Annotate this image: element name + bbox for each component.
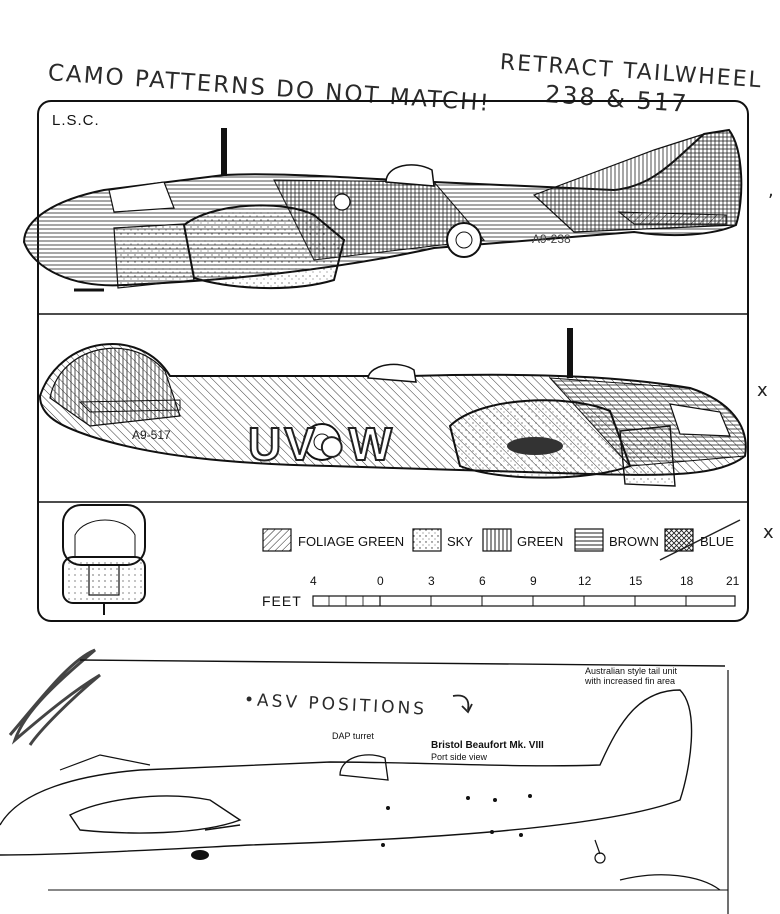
legend-swatch-sky [412, 528, 442, 552]
lower-aircraft-serial: A9-517 [132, 428, 171, 442]
artist-credit: L.S.C. [52, 112, 100, 129]
legend-label-blue: BLUE [700, 534, 734, 549]
legend-label-sky: SKY [447, 534, 474, 549]
x-mark-legend: x [763, 522, 774, 543]
x-mark-lower-profile: x [757, 380, 768, 401]
dap-turret-label: DAP turret [332, 731, 374, 741]
tail-unit-note-line-2: with increased fin area [585, 676, 676, 686]
legend-swatch-green [482, 528, 512, 552]
profile-divider [37, 313, 749, 315]
profile-sheet-frame [37, 100, 749, 622]
pencil-tick: , [768, 180, 774, 201]
legend-divider [37, 501, 749, 503]
tail-unit-note-line-1: Australian style tail unit [585, 666, 678, 676]
legend-label-brown: BROWN [609, 534, 659, 549]
scale-tick-label: 12 [578, 574, 592, 588]
scale-tick-label: 21 [726, 574, 740, 588]
lower-outline-drawing [0, 659, 729, 914]
scale-tick-label: 0 [377, 574, 384, 588]
asv-arrow-icon [452, 694, 473, 714]
scale-tick-label: 9 [530, 574, 537, 588]
upper-aircraft-serial: A9-238 [532, 232, 571, 246]
upper-aircraft-profile [22, 128, 743, 292]
pencil-scribble [8, 648, 101, 746]
scale-tick-label: 18 [680, 574, 694, 588]
scale-unit-label: FEET [262, 593, 302, 609]
legend-swatch-brown [574, 528, 604, 552]
scale-tick-label: 3 [428, 574, 435, 588]
drawing-subtitle: Port side view [431, 752, 488, 762]
tail-front-view [62, 504, 146, 615]
legend-swatch-foliage-green [262, 528, 292, 552]
legend-label-foliage-green: FOLIAGE GREEN [298, 534, 405, 549]
scale-tick-label: 4 [310, 574, 317, 588]
blue-strikethrough [659, 519, 741, 561]
scale-tick-label: 15 [629, 574, 643, 588]
scale-tick-label: 6 [479, 574, 486, 588]
legend-label-green: GREEN [517, 534, 564, 549]
drawing-title: Bristol Beaufort Mk. VIII [431, 740, 544, 751]
lower-aircraft-profile [38, 328, 747, 487]
scale-bar [312, 595, 736, 607]
squadron-code-letters: UV●W [247, 417, 396, 471]
